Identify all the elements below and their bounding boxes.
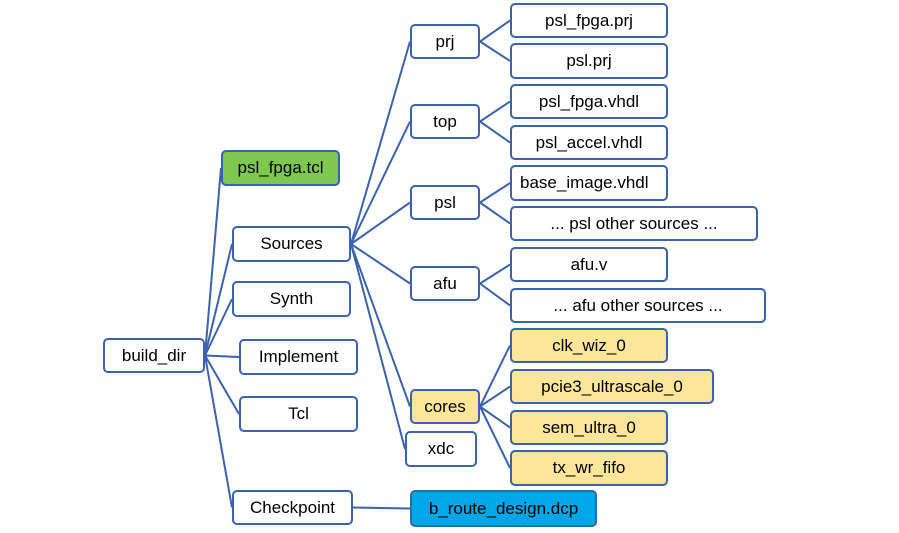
node-tcl[interactable]: Tcl [239,396,358,432]
node-cores[interactable]: cores [410,389,480,424]
node-afu[interactable]: afu [410,266,480,301]
connector-sources-to-prj [350,41,411,245]
node-prj[interactable]: prj [410,24,480,59]
node-clk-wiz-0[interactable]: clk_wiz_0 [510,328,668,363]
node-psl[interactable]: psl [410,185,480,220]
node-sem-ultra-0[interactable]: sem_ultra_0 [510,410,668,445]
connector-build_dir-to-implement [204,354,240,358]
connector-build_dir-to-checkpoint [204,355,233,508]
node-synth[interactable]: Synth [232,281,351,317]
connector-sources-to-top [350,121,411,245]
connector-sources-to-afu [350,243,411,285]
connector-afu-to-afu_v [479,263,511,285]
connector-sources-to-cores [350,243,411,407]
connector-sources-to-psl [350,201,411,245]
connector-sources-to-xdc [350,243,406,450]
node-xdc[interactable]: xdc [405,431,477,467]
connector-checkpoint-to-b_route_design [352,506,411,510]
node-top[interactable]: top [410,104,480,139]
node-base-image-vhdl[interactable]: base_image.vhdl [510,165,668,201]
connector-top-to-psl_accel_vhdl [479,120,511,144]
node-psl-fpga-tcl[interactable]: psl_fpga.tcl [221,150,340,186]
connector-build_dir-to-sources [204,243,233,356]
node-psl-other-sources[interactable]: ... psl other sources ... [510,206,758,241]
connector-psl-to-base_image_vhdl [479,182,511,204]
node-afu-v[interactable]: afu.v [510,247,668,282]
connector-prj-to-psl_prj [479,40,511,62]
connector-build_dir-to-synth [204,298,233,356]
node-psl-fpga-prj[interactable]: psl_fpga.prj [510,3,668,38]
connector-psl-to-psl_other [479,201,511,225]
node-build-dir[interactable]: build_dir [103,338,205,373]
node-sources[interactable]: Sources [232,226,351,262]
node-psl-prj[interactable]: psl.prj [510,43,668,79]
connector-afu-to-afu_other [479,282,511,307]
node-b-route-design-dcp[interactable]: b_route_design.dcp [410,490,597,527]
node-psl-fpga-vhdl[interactable]: psl_fpga.vhdl [510,84,668,119]
node-tx-wr-fifo[interactable]: tx_wr_fifo [510,450,668,486]
connector-build_dir-to-psl_fpga_tcl [204,167,222,356]
node-implement[interactable]: Implement [239,339,358,375]
connector-build_dir-to-tcl [204,354,240,415]
connector-cores-to-sem_ultra_0 [479,405,511,429]
node-afu-other-sources[interactable]: ... afu other sources ... [510,288,766,323]
node-psl-accel-vhdl[interactable]: psl_accel.vhdl [510,125,668,160]
connector-cores-to-tx_wr_fifo [479,406,511,469]
connector-cores-to-pcie3_ultrascale_0 [479,385,511,408]
node-pcie3-ultrascale-0[interactable]: pcie3_ultrascale_0 [510,369,714,404]
connector-cores-to-clk_wiz_0 [479,345,511,407]
connector-prj-to-psl_fpga_prj [479,19,511,43]
connector-top-to-psl_fpga_vhdl [479,100,511,123]
node-checkpoint[interactable]: Checkpoint [232,490,353,525]
